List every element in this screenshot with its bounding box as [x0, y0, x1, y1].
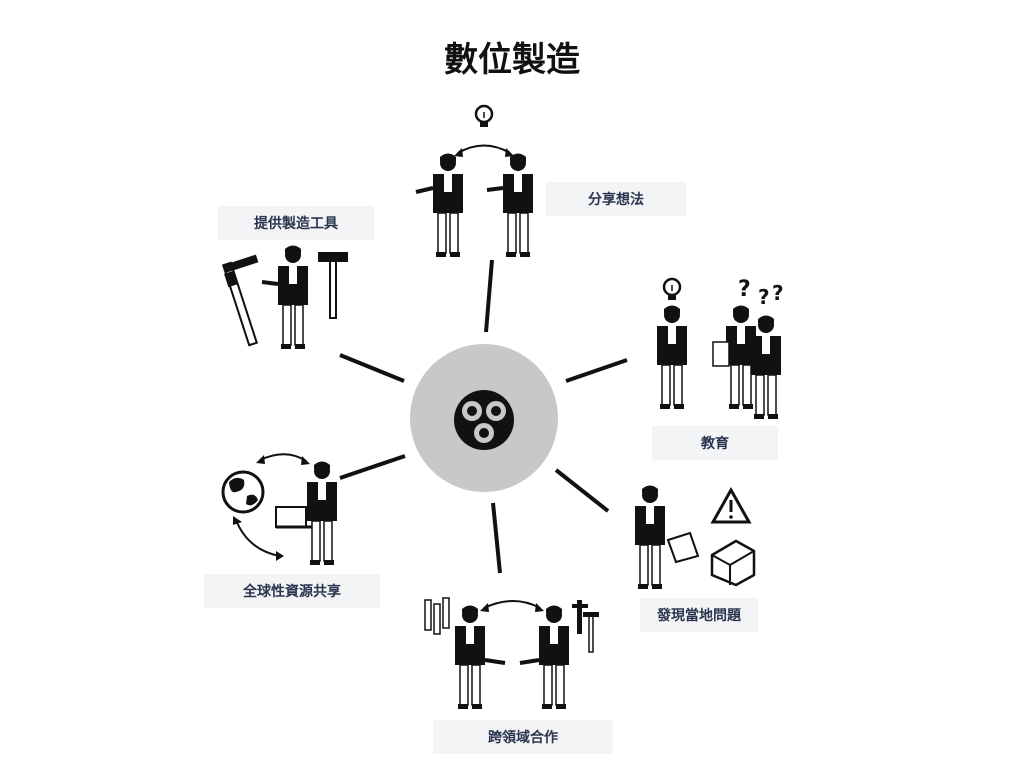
svg-text:?: ? — [772, 281, 784, 305]
two-people-tools-icon — [424, 597, 599, 710]
label-global-sharing: 全球性資源共享 — [204, 574, 380, 608]
two-people-lightbulb-icon — [415, 104, 534, 258]
spoke-share-ideas — [484, 259, 494, 333]
person-warning-house-icon — [634, 484, 756, 590]
spoke-local-problems — [554, 468, 610, 513]
spoke-global-sharing — [339, 454, 406, 480]
label-local-problems: 發現當地問題 — [640, 598, 758, 632]
spoke-lines — [339, 259, 628, 574]
spoke-collaboration — [491, 502, 502, 574]
spoke-education — [565, 358, 628, 383]
label-collaboration: 跨領域合作 — [433, 720, 613, 754]
globe-laptop-person-icon — [221, 453, 338, 566]
person-caliper-hammer-icon — [221, 244, 348, 350]
spoke-tools — [339, 353, 405, 383]
teacher-students-questions-icon: ? ? ? — [656, 277, 784, 420]
label-share-ideas: 分享想法 — [546, 182, 686, 216]
label-tools: 提供製造工具 — [218, 206, 374, 240]
svg-text:?: ? — [738, 277, 751, 302]
hub — [410, 344, 558, 492]
page-title: 數位製造 — [444, 40, 580, 80]
label-education: 教育 — [652, 426, 778, 460]
fab-lab-logo-icon — [454, 390, 514, 450]
svg-text:?: ? — [758, 285, 770, 309]
